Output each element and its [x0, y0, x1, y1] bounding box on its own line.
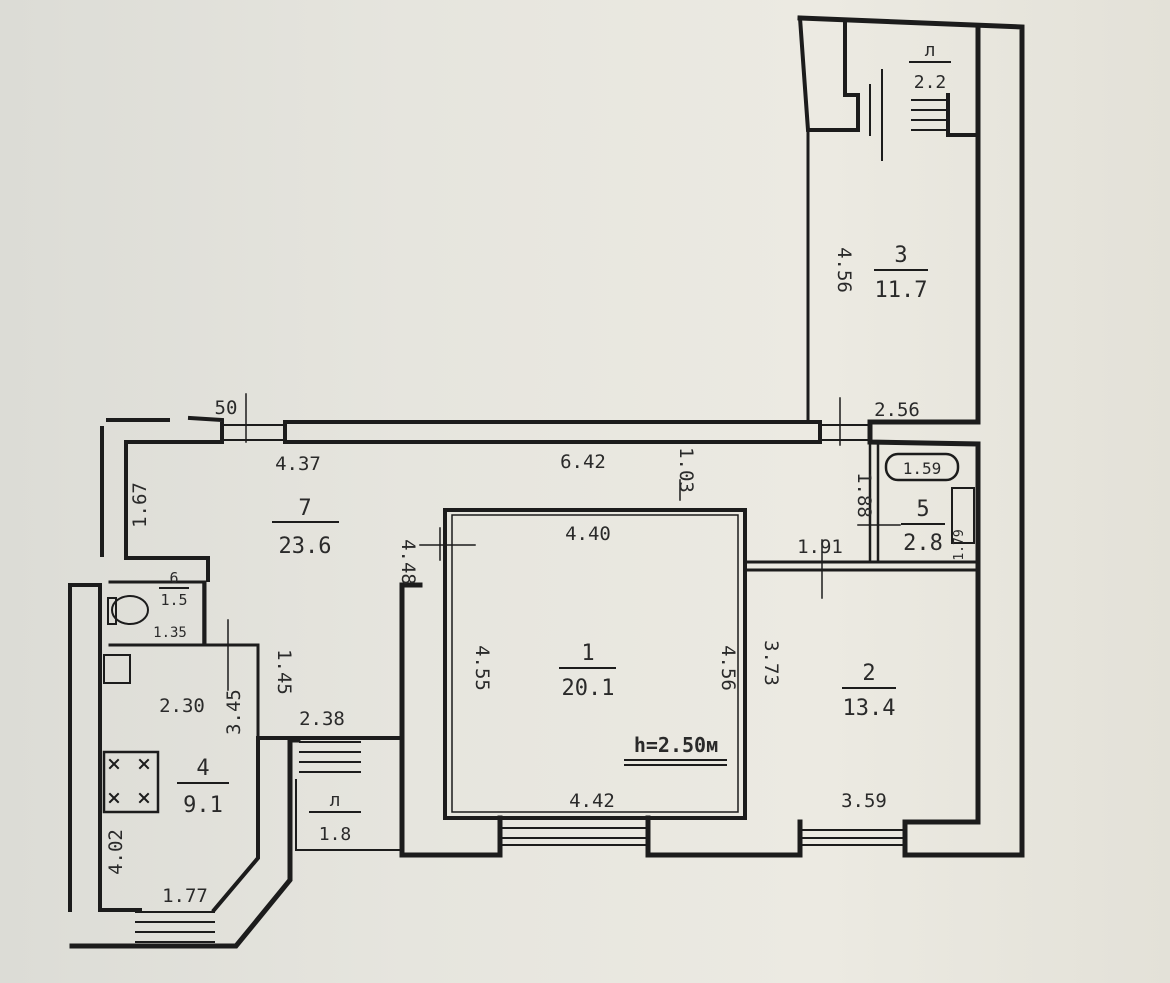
vestibule-number: л [330, 790, 341, 811]
window-room2 [799, 829, 906, 846]
vestibule-frame [295, 69, 883, 851]
wall-outer-right [797, 15, 1025, 858]
wall-room3-left [797, 15, 860, 132]
room-4-area: 9.1 [183, 793, 223, 818]
dim-3-73: 3.73 [760, 640, 782, 686]
wall-kitchen [108, 580, 260, 740]
door-room3 [819, 424, 871, 441]
wall-room1 [443, 508, 747, 820]
dim-1-79: 1.79 [952, 529, 967, 560]
dim-4-02: 4.02 [105, 829, 127, 875]
room-4-number: 4 [196, 756, 209, 781]
dim-4-42: 4.42 [569, 790, 615, 812]
toilet-icon [111, 595, 149, 625]
dim-1-88: 1.88 [853, 472, 875, 518]
bathtub-icon [884, 452, 960, 482]
dim-4-40: 4.40 [565, 523, 611, 545]
stove-icon [102, 750, 160, 814]
dim-4-56-room1: 4.56 [717, 645, 739, 691]
room-6-number: 6 [169, 569, 178, 587]
dim-6-42: 6.42 [560, 451, 606, 473]
door-entry [221, 424, 286, 441]
room-1-area: 20.1 [562, 676, 615, 701]
stairs-mid [299, 741, 361, 773]
dim-1-35: 1.35 [153, 625, 187, 641]
balcony-top-area: 2.2 [914, 72, 947, 93]
dim-1-77: 1.77 [162, 885, 208, 907]
dim-2-56: 2.56 [874, 399, 920, 421]
room-7-area: 23.6 [279, 534, 332, 559]
room-2-number: 2 [862, 661, 875, 686]
room-5-area: 2.8 [903, 531, 943, 556]
room-1-number: 1 [581, 641, 594, 666]
wall-room2-top [743, 560, 980, 572]
sink-icon [951, 487, 975, 544]
dim-4-37: 4.37 [275, 453, 321, 475]
dim-1-67: 1.67 [129, 482, 151, 528]
ceiling-height-label: h=2.50м [634, 733, 718, 757]
dim-3-45: 3.45 [223, 689, 245, 735]
dim-1-59: 1.59 [903, 459, 942, 478]
dim-4-55: 4.55 [471, 645, 493, 691]
room-6-area: 1.5 [160, 591, 187, 609]
room-2-area: 13.4 [843, 696, 896, 721]
dim-2-38: 2.38 [299, 708, 345, 730]
dim-4-56-room3: 4.56 [833, 247, 855, 293]
dim-2-30: 2.30 [159, 695, 205, 717]
wall-balcony [946, 93, 980, 137]
dim-1-45: 1.45 [273, 649, 295, 695]
balcony-top-number: л [925, 40, 936, 61]
stove-burners-icon [108, 758, 150, 804]
wall-left-outer [68, 426, 142, 912]
stairs-top [911, 99, 949, 131]
room-7-number: 7 [298, 496, 311, 521]
stairs-bottom [135, 911, 215, 943]
wall-left-top [106, 415, 224, 582]
room-3-area: 11.7 [875, 278, 928, 303]
dim-1-03: 1.03 [675, 447, 697, 493]
dim-4-48: 4.48 [397, 539, 419, 585]
wall-room1-thin [451, 514, 739, 813]
window-room1 [499, 827, 649, 846]
room-3-number: 3 [894, 243, 907, 268]
dim-3-59: 3.59 [841, 790, 887, 812]
wall-inner-right [867, 25, 981, 825]
ceiling-underline [624, 759, 727, 766]
room-5-number: 5 [916, 497, 929, 522]
toilet-tank-icon [107, 597, 117, 625]
vestibule-area: 1.8 [319, 824, 352, 845]
dimension-ticks [202, 393, 901, 691]
kitchen-sink-icon [103, 654, 131, 684]
wall-bath [868, 442, 880, 564]
dim-1-91: 1.91 [797, 536, 843, 558]
dim-50: 50 [215, 397, 238, 419]
wall-bottom [399, 582, 908, 858]
wall-corridor-top [283, 420, 822, 444]
wall-stair-inner [211, 736, 404, 913]
